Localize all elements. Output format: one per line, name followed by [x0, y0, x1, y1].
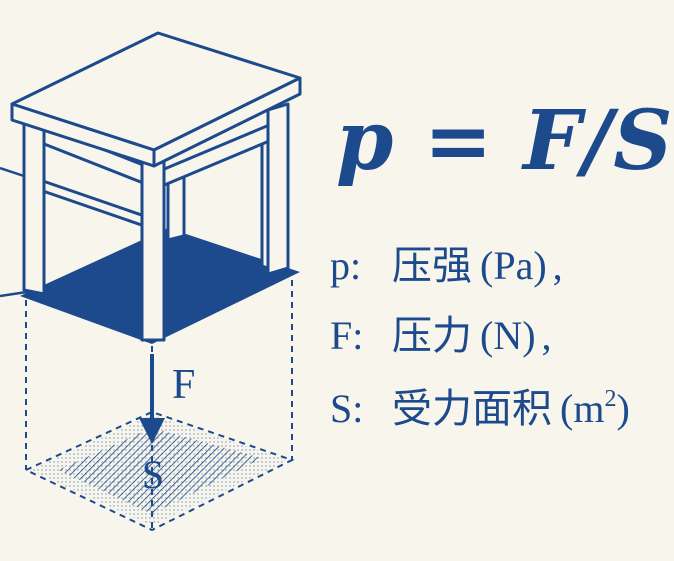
- legend-unit-superscript: 2: [604, 386, 617, 412]
- legend-unit: (Pa): [480, 243, 547, 288]
- legend-separator: ,: [552, 243, 563, 288]
- stool: [10, 31, 302, 342]
- legend-unit-close: ): [616, 386, 630, 431]
- force-arrow: [139, 354, 165, 444]
- force-label: F: [172, 362, 195, 408]
- legend-unit-base: (m: [560, 386, 605, 431]
- legend-separator: ,: [541, 313, 552, 358]
- pressure-formula: p = F/S: [336, 93, 674, 189]
- legend-description: 压强: [392, 243, 472, 288]
- legend-symbol: S:: [330, 386, 364, 431]
- contact-area-s: [30, 415, 288, 526]
- legend-description: 受力面积: [392, 386, 552, 431]
- legend-symbol: p:: [330, 243, 362, 288]
- legend-area: S: 受力面积(m2): [330, 386, 630, 431]
- legend-symbol: F:: [330, 313, 364, 358]
- legend-force: F: 压力(N),: [330, 316, 552, 356]
- legend-unit: (N): [480, 313, 536, 358]
- legend-pressure: p: 压强(Pa),: [330, 246, 563, 286]
- legend-description: 压力: [392, 313, 472, 358]
- area-label: S: [142, 452, 164, 497]
- legend-unit: (m2): [560, 386, 630, 431]
